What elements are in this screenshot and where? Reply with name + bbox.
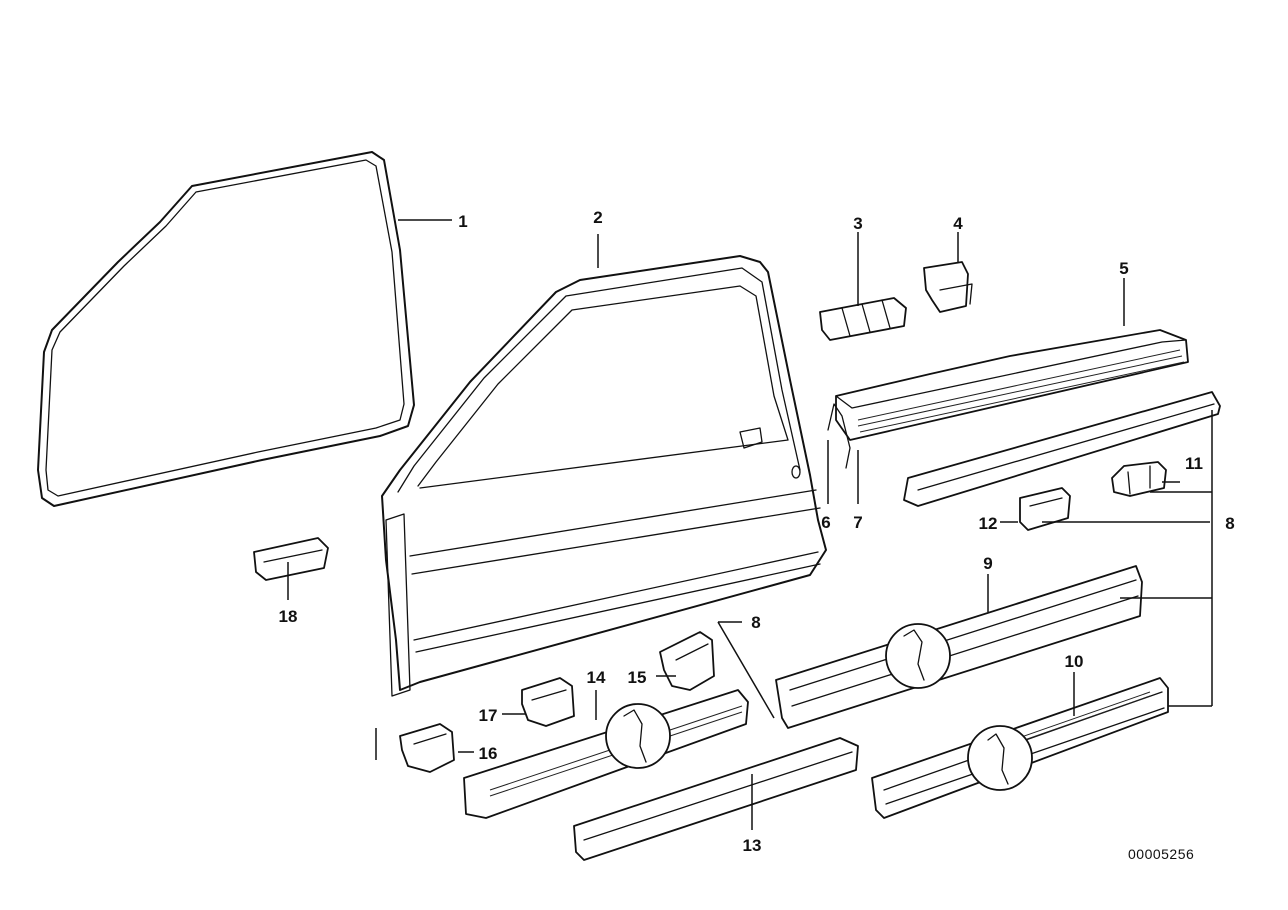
part-clip-16	[399, 723, 455, 773]
part-clip-18	[253, 537, 329, 581]
part-clip-15	[659, 631, 715, 691]
part-clip-4	[923, 261, 973, 313]
leader-lines	[287, 219, 1213, 830]
part-door-seal	[37, 151, 415, 507]
part-upper-molding	[903, 391, 1221, 507]
part-window-strip	[835, 329, 1189, 441]
callout-1: 1	[458, 212, 467, 231]
callout-2: 2	[593, 208, 602, 227]
callout-15: 15	[628, 668, 647, 687]
callout-7: 7	[853, 513, 862, 532]
callout-14: 14	[587, 668, 606, 687]
callout-18: 18	[279, 607, 298, 626]
part-clip-3	[819, 297, 907, 341]
part-molding-10	[871, 677, 1169, 819]
part-clip-12	[1019, 487, 1071, 531]
callout-6: 6	[821, 513, 830, 532]
callout-4: 4	[953, 214, 963, 233]
callout-3: 3	[853, 214, 862, 233]
callout-9: 9	[983, 554, 992, 573]
callout-labels: 1 2 3 4 5 6 7 8 8 9 10 11 12 13 14 15 16…	[279, 208, 1235, 855]
callout-8-left: 8	[751, 613, 760, 632]
part-sill-13	[573, 737, 859, 861]
callout-16: 16	[479, 744, 498, 763]
callout-5: 5	[1119, 259, 1128, 278]
callout-13: 13	[743, 836, 762, 855]
callout-8-right: 8	[1225, 514, 1234, 533]
part-molding-14	[463, 689, 749, 819]
part-clip-11	[1111, 461, 1167, 497]
diagram-reference-number: 00005256	[1128, 846, 1195, 862]
part-door-shell	[381, 255, 827, 697]
callout-10: 10	[1065, 652, 1084, 671]
part-clip-17	[521, 677, 575, 727]
part-corner-piece	[827, 403, 851, 469]
callout-11: 11	[1185, 454, 1203, 473]
callout-17: 17	[479, 706, 498, 725]
part-molding-9	[775, 565, 1143, 729]
callout-12: 12	[979, 514, 998, 533]
